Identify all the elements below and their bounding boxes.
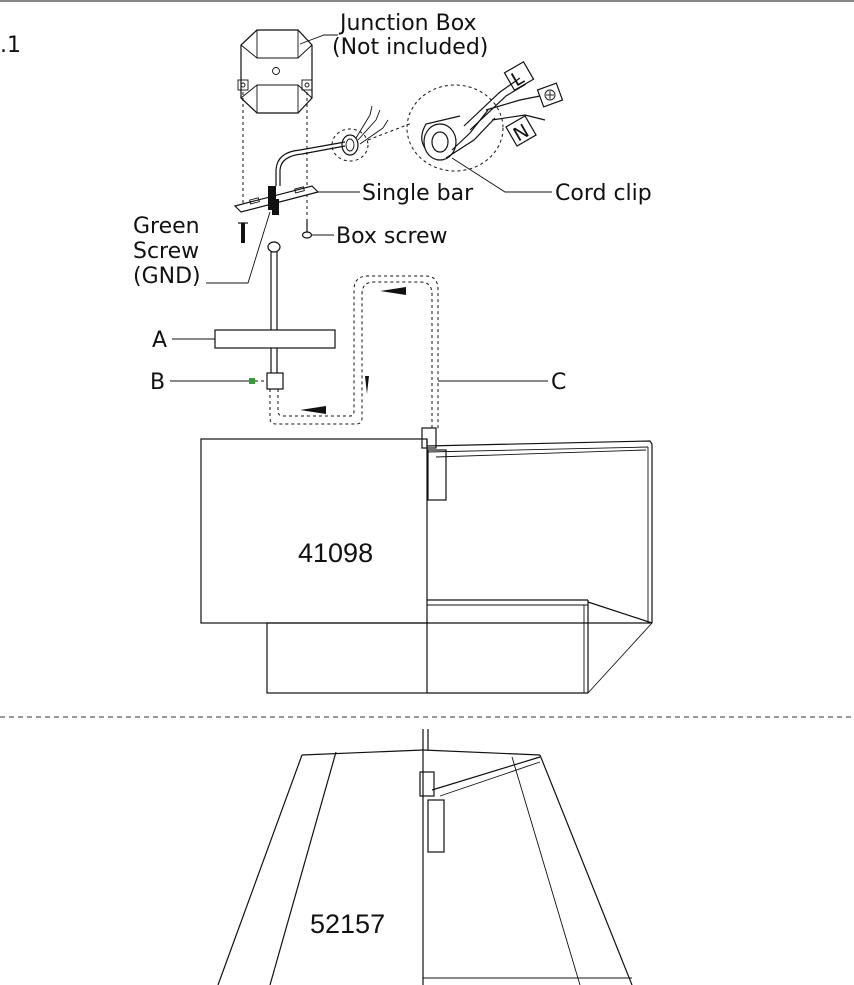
cord-upper-2 [279,145,346,186]
figure-number: .1 [0,33,21,58]
cord-clip-leader [451,157,552,193]
single-bar [233,185,320,215]
green-screw-label-3: (GND) [133,264,201,289]
cord-c-label: C [551,370,566,395]
single-bar-label: Single bar [362,181,474,206]
green-screw-leader [206,211,271,284]
arrow-down [365,376,369,394]
connector-b-label: B [150,370,165,395]
green-screw [238,222,248,243]
junction-box-label: Junction Box [338,11,477,36]
cord-grommet [267,241,281,253]
shade-41098 [200,427,653,694]
detail-connector [367,122,413,141]
canopy-a [214,329,336,349]
wire-l-label: L [508,67,529,92]
green-screw-label-2: Screw [133,239,199,264]
cord-clip-label: Cord clip [555,181,652,206]
canopy-a-label: A [152,328,167,353]
cord-upper [275,141,346,186]
connector-b [266,372,284,390]
cord-route-outer [269,281,433,430]
shade-52157 [217,729,633,985]
junction-box-note: (Not included) [332,35,488,60]
cord-route-inner [277,275,439,430]
green-screw-label-1: Green [133,214,200,239]
arrow-left-bottom [300,406,326,414]
box-screw-label: Box screw [336,224,448,249]
detail-circle-small [331,128,369,162]
model-number-top: 41098 [298,538,373,568]
ground-marker [249,378,255,384]
wire-tag-n: N [505,115,537,147]
detail-circle-large [406,84,504,172]
wire-tag-l: L [503,61,535,92]
cord-clip-large [421,77,546,161]
cord-clip-small [341,105,389,156]
junction-box [237,29,313,114]
model-number-bottom: 52157 [310,909,385,939]
arrow-left-top [380,287,406,295]
wire-tag-ground [536,82,564,108]
box-screw [301,219,313,239]
junction-box-leader [299,34,338,45]
